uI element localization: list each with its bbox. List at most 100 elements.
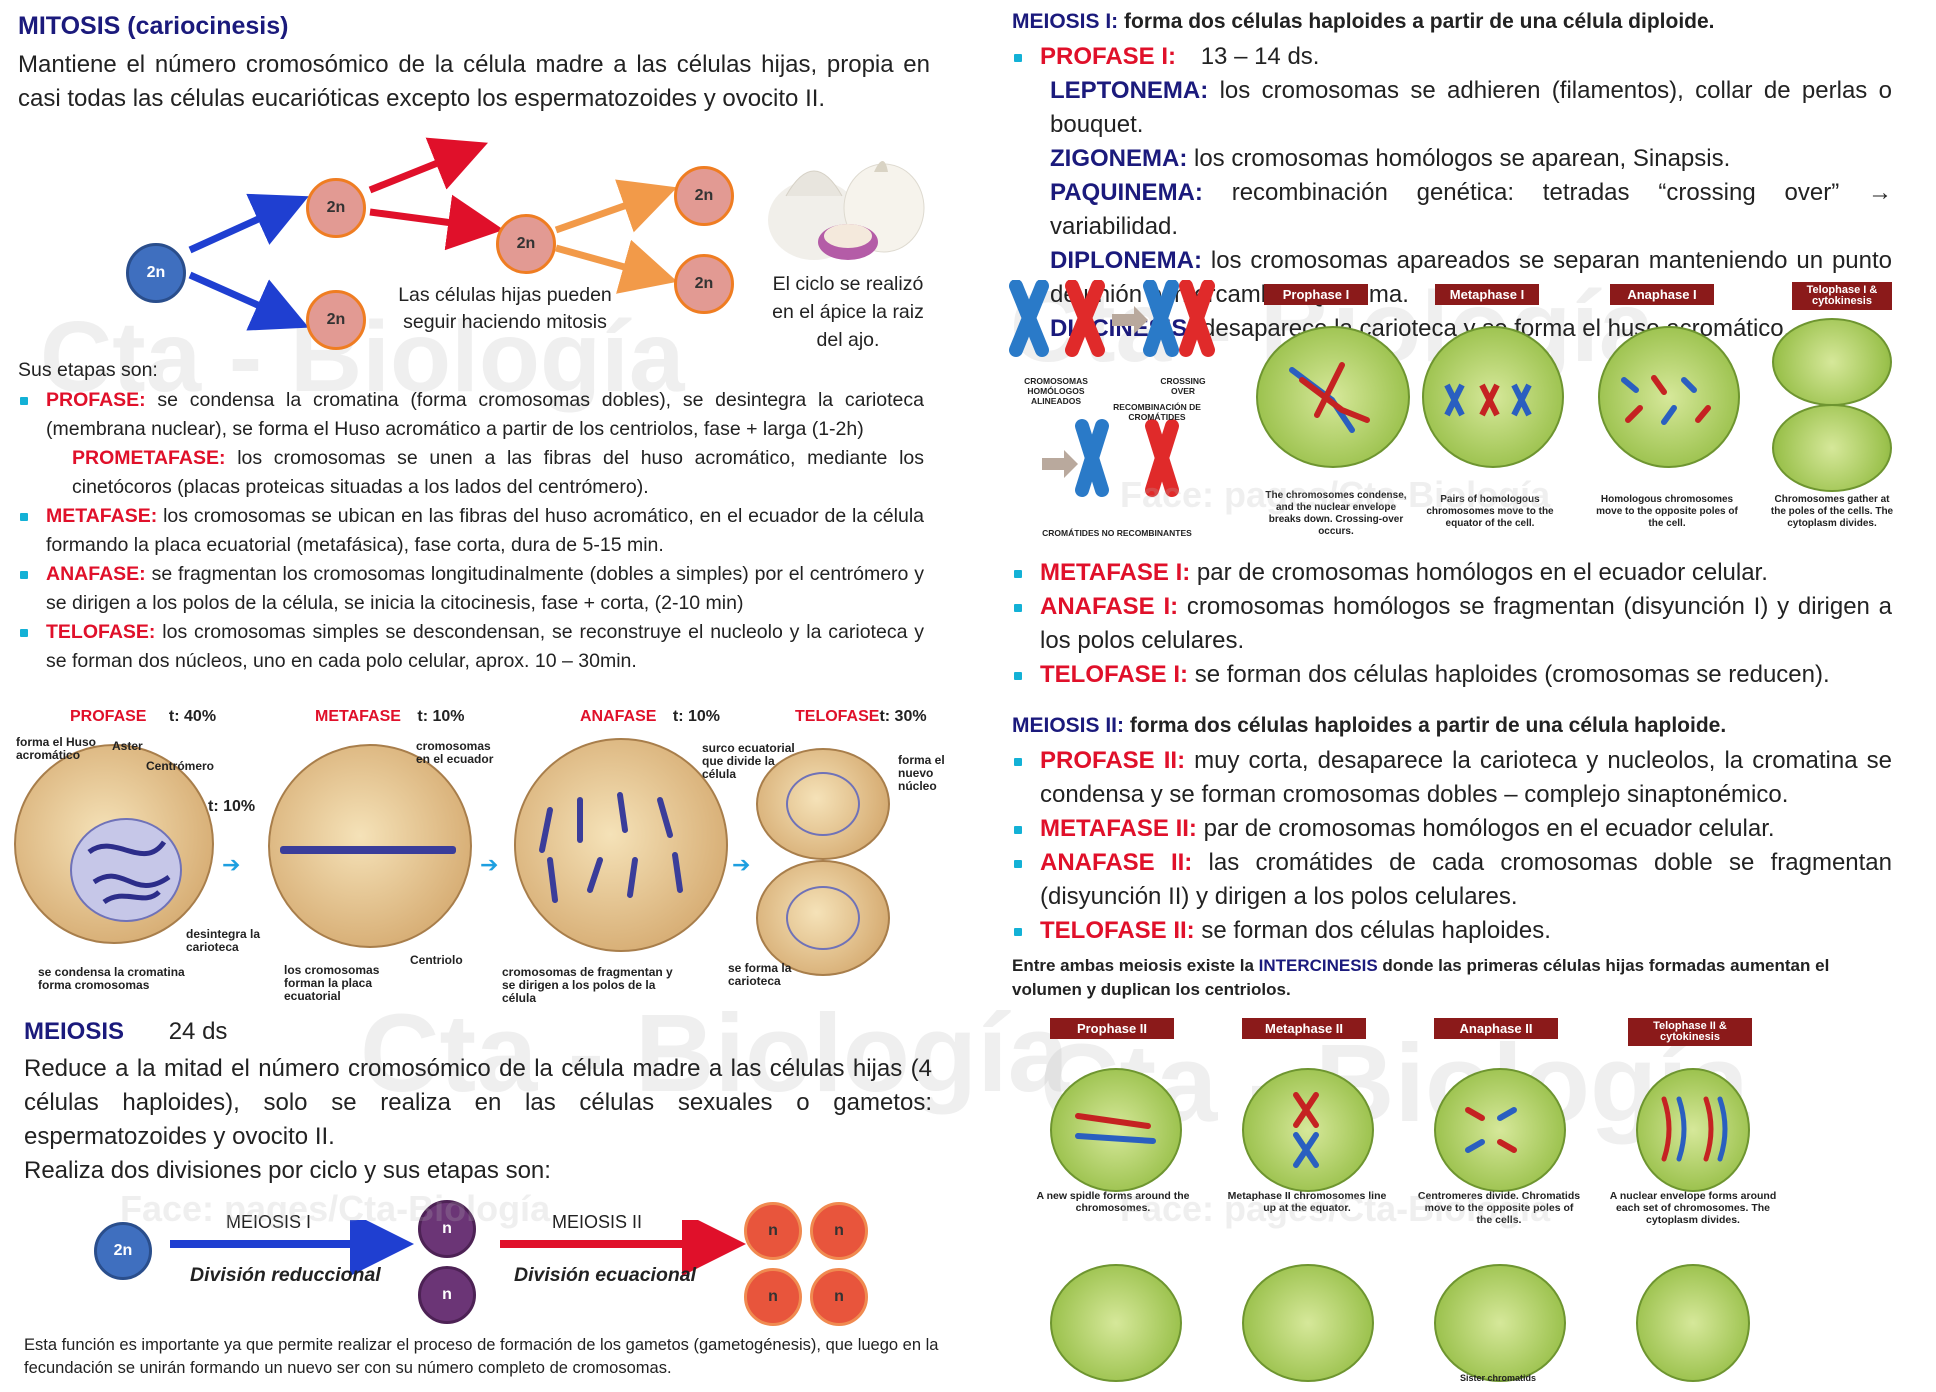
subphase-zigonema: ZIGONEMA: los cromosomas homólogos se ap… (1050, 145, 1731, 172)
chrom-label: CROMÁTIDES NO RECOMBINANTES (1042, 528, 1192, 538)
meiosis-duration: 24 ds (168, 1018, 228, 1045)
panel-title: Telophase I & cytokinesis (1792, 282, 1892, 310)
annotation-huso: forma el Huso acromático (16, 735, 97, 762)
chrom-label: CROMOSOMAS HOMÓLOGOS ALINEADOS (1024, 376, 1088, 406)
gamete-n: n (744, 1202, 802, 1260)
subphase-paquinema: PAQUINEMA: recombinación genética: tetra… (1050, 179, 1892, 240)
stage-metafase: METAFASE: los cromosomas se ubican en la… (18, 502, 924, 560)
anaphase1-chromosomes (1621, 375, 1711, 425)
mitosis-column: MITOSIS (cariocinesis) Mantiene el númer… (0, 0, 960, 1392)
metaphase1-chromosomes (1444, 383, 1532, 417)
telophase2-cell (1636, 1068, 1750, 1192)
mitosis-phases-figure: PROFASE t: 40% METAFASE t: 10% ANAFASE t… (0, 700, 960, 1005)
stage-metafase-ii: METAFASE II: par de cromosomas homólogos… (1012, 812, 1892, 846)
prophase-nucleus (70, 818, 182, 922)
metaphase2-cell-b (1242, 1264, 1374, 1382)
stage-anafase-i: ANAFASE I: cromosomas homólogos se fragm… (1012, 590, 1892, 658)
meiosis-mother-2n: 2n (94, 1222, 152, 1280)
garlic-image (768, 161, 925, 260)
prophase2-cell (1050, 1068, 1182, 1192)
stage-telofase-i: TELOFASE I: se forman dos células haploi… (1012, 658, 1892, 692)
phase-time: t: 10% (417, 708, 465, 725)
panel-caption: Chromosomes gather at the poles of the c… (1770, 494, 1894, 529)
phase-time: t: 30% (879, 708, 927, 725)
annotation-carioteca: desintegra la carioteca (186, 927, 261, 954)
sister-chromatids-label: Sister chromatids (1459, 1373, 1537, 1383)
mother-cell-2n: 2n (126, 243, 186, 303)
panel-title: Prophase I (1264, 284, 1368, 305)
meiosis-intro-2: Realiza dos divisiones por ciclo y sus e… (24, 1157, 551, 1184)
panel-caption: A nuclear envelope forms around each set… (1609, 1190, 1777, 1226)
chromosome-pairs (1009, 280, 1215, 497)
panel-title: Anaphase I (1610, 284, 1714, 305)
panel-caption: Centromeres divide. Chromatids move to t… (1417, 1190, 1581, 1226)
meiosis2-stages: PROFASE II: muy corta, desaparece la car… (1012, 744, 1892, 948)
phase-name: METAFASE (315, 708, 401, 725)
prophase2-cell-b (1050, 1264, 1182, 1382)
subphase-leptonema: LEPTONEMA: los cromosomas se adhieren (f… (1050, 77, 1892, 138)
meiosis2-title: MEIOSIS II: forma dos células haploides … (1012, 714, 1727, 737)
telophase1-cell-top (1772, 318, 1892, 406)
prophase1-chromosomes (1289, 362, 1370, 433)
phase-time: t: 10% (672, 708, 721, 725)
meiosis-heading: MEIOSIS 24 ds (24, 1018, 227, 1046)
stage-metafase-i: METAFASE I: par de cromosomas homólogos … (1012, 556, 1892, 590)
arrow-icon: ➔ (222, 852, 241, 877)
anaphase-cell (514, 738, 728, 952)
meiosis1-title: MEIOSIS I: forma dos células haploides a… (1012, 10, 1715, 33)
watermark-brand: Cta - Biología (360, 992, 1069, 1115)
meiosis2-figure: Prophase II Metaphase II Anaphase II Tel… (1028, 1016, 1888, 1388)
arrow-icon: ➔ (732, 852, 751, 877)
daughter-cell-2n: 2n (306, 178, 366, 238)
meiosis-intro: Reduce a la mitad el número cromosómico … (24, 1055, 932, 1150)
telophase2-cell-b (1636, 1264, 1750, 1382)
lineage-arrows (188, 137, 678, 331)
anaphase2-cell-b (1434, 1264, 1566, 1382)
annotation-condensa: se condensa la cromatina forma cromosoma… (38, 965, 185, 992)
annotation-centriolo: Centriolo (410, 953, 463, 967)
great-granddaughter-cell-2n: 2n (674, 254, 734, 314)
chrom-label: CROSSING OVER (1160, 376, 1206, 396)
watermark-face: Face: pages/Cta-Biología (1120, 1188, 1551, 1229)
panel-caption: Pairs of homologous chromosomes move to … (1426, 494, 1554, 529)
annotation-placa: los cromosomas forman la placa ecuatoria… (284, 963, 380, 1003)
stage-anafase-ii: ANAFASE II: las cromátides de cada cromo… (1012, 846, 1892, 914)
prometaphase-time: t: 10% (208, 798, 256, 815)
annotation-centromero: Centrómero (146, 759, 215, 773)
meiosis-2-label: MEIOSIS II (552, 1212, 643, 1232)
watermark-face: Face: pages/Cta-Biología (1120, 474, 1551, 515)
mitosis-intro: Mantiene el número cromosómico de la cél… (18, 51, 930, 112)
meiosis-title: MEIOSIS (24, 1018, 125, 1045)
mitosis-title: MITOSIS (cariocinesis) (18, 12, 289, 40)
panel-title: Telophase II & cytokinesis (1628, 1018, 1752, 1046)
gamete-n: n (810, 1202, 868, 1260)
intercinesis-note: Entre ambas meiosis existe la INTERCINES… (1012, 956, 1830, 999)
chrom-label: RECOMBINACIÓN DE CROMÁTIDES (1113, 402, 1201, 422)
gamete-n: n (810, 1268, 868, 1326)
anaphase2-chromosomes (1465, 1107, 1517, 1153)
meiosis-arrows (170, 1220, 746, 1276)
new-nucleus (786, 772, 860, 836)
annotation-ecuador: cromosomas en el ecuador (416, 739, 494, 766)
watermark-face: Face: pages/Cta-Biología (120, 1188, 551, 1229)
annotation-fragmentan: cromosomas de fragmentan y se dirigen a … (502, 965, 673, 1005)
meiosis-1-label: MEIOSIS I (226, 1212, 312, 1232)
stage-telofase-ii: TELOFASE II: se forman dos células haplo… (1012, 914, 1892, 948)
arrow-icon: ➔ (480, 852, 499, 877)
stage-profase-ii: PROFASE II: muy corta, desaparece la car… (1012, 744, 1892, 812)
metaphase-plate (280, 846, 456, 854)
phase-name: ANAFASE (580, 708, 657, 725)
great-granddaughter-cell-2n: 2n (674, 166, 734, 226)
meiosis-column: MEIOSIS I: forma dos células haploides a… (968, 0, 1936, 1392)
panel-title: Anaphase II (1434, 1018, 1558, 1039)
panel-caption: Homologous chromosomes move to the oppos… (1596, 494, 1738, 529)
annotation-aster: Aster (112, 739, 143, 753)
panel-title: Prophase II (1050, 1018, 1174, 1039)
garlic-note: El ciclo se realizó en el ápice la raiz … (772, 273, 924, 351)
daughter-cells-note: Las células hijas pueden seguir haciendo… (398, 284, 612, 333)
panel-title: Metaphase I (1435, 284, 1539, 305)
stages-heading: Sus etapas son: (18, 359, 158, 381)
gamete-n: n (744, 1268, 802, 1326)
panel-caption: The chromosomes condense, and the nuclea… (1265, 490, 1407, 537)
prophase2-chromosomes (1075, 1113, 1156, 1144)
